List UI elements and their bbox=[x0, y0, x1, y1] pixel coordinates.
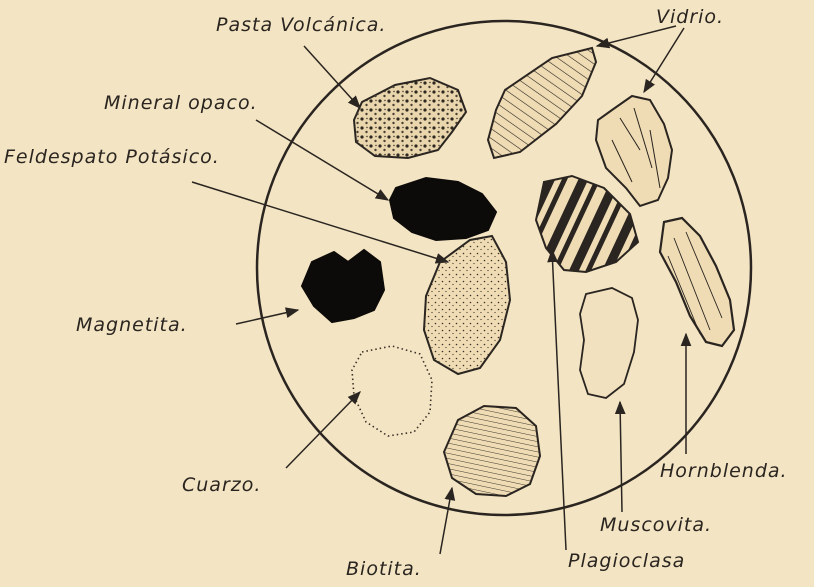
label-pasta-volcanica: Pasta Volcánica. bbox=[216, 14, 386, 36]
grain-cuarzo bbox=[352, 346, 432, 436]
grain-feldespato-texture bbox=[424, 236, 510, 374]
grain-mineral-opaco bbox=[390, 178, 496, 240]
arrow-vidrio-1 bbox=[597, 26, 676, 46]
grain-vidrio-2 bbox=[596, 96, 672, 206]
label-magnetita: Magnetita. bbox=[76, 314, 188, 336]
label-plagioclasa: Plagioclasa bbox=[568, 550, 685, 572]
arrow-plagioclasa bbox=[552, 250, 566, 550]
label-hornblenda: Hornblenda. bbox=[660, 460, 788, 482]
grain-muscovita bbox=[580, 288, 638, 398]
arrow-biotita bbox=[440, 488, 452, 554]
grain-pasta-volcanica-texture bbox=[354, 78, 466, 158]
label-muscovita: Muscovita. bbox=[600, 514, 712, 536]
label-feldespato-potasico: Feldespato Potásico. bbox=[4, 146, 220, 168]
arrow-magnetita bbox=[236, 310, 298, 324]
grain-magnetita bbox=[302, 250, 384, 322]
label-biotita: Biotita. bbox=[346, 558, 422, 580]
arrow-muscovita bbox=[620, 402, 622, 512]
label-cuarzo: Cuarzo. bbox=[182, 474, 261, 496]
grain-plagioclasa-bands bbox=[536, 176, 638, 272]
label-vidrio: Vidrio. bbox=[656, 6, 724, 28]
label-mineral-opaco: Mineral opaco. bbox=[104, 92, 258, 114]
arrow-vidrio-2 bbox=[644, 28, 684, 92]
arrow-pasta-volcanica bbox=[304, 46, 360, 108]
